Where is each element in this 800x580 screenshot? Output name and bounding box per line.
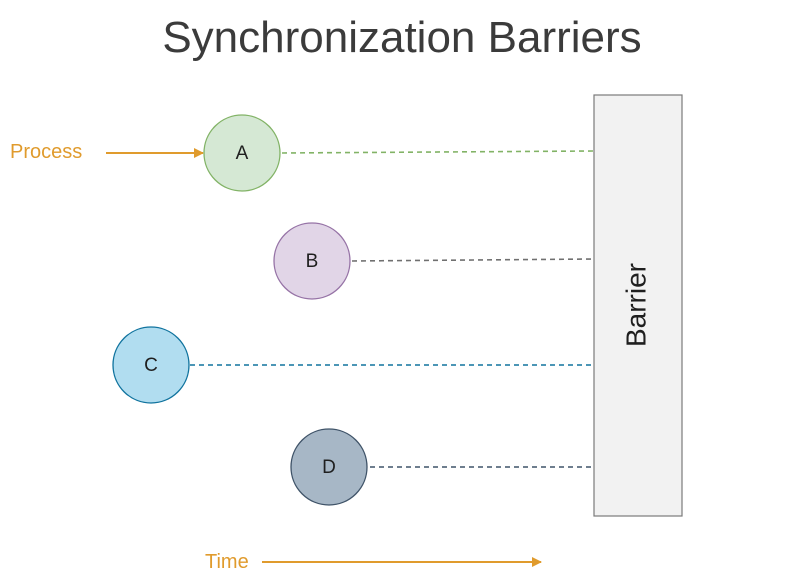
barrier-box [593,94,683,517]
process-label-a: A [236,143,249,164]
barrier-label: Barrier [620,263,651,347]
process-circle-d [290,428,368,506]
sync-line-a [281,150,595,154]
process-node-c: C [112,326,190,404]
process-arrow: Process [10,141,204,163]
process-circle-a [203,114,281,192]
process-label: Process [10,141,82,163]
process-node-d: D [290,428,368,506]
time-arrow: Time [205,551,542,573]
process-label-b: B [306,251,319,272]
process-label-c: C [144,355,158,376]
process-circle-c [112,326,190,404]
process-node-b: B [273,222,351,300]
barrier: Barrier [593,94,683,517]
sync-line-b [351,258,595,262]
time-label: Time [205,551,249,573]
process-node-a: A [203,114,281,192]
process-label-d: D [322,457,336,478]
diagram-title: Synchronization Barriers [162,13,641,62]
process-circle-b [273,222,351,300]
